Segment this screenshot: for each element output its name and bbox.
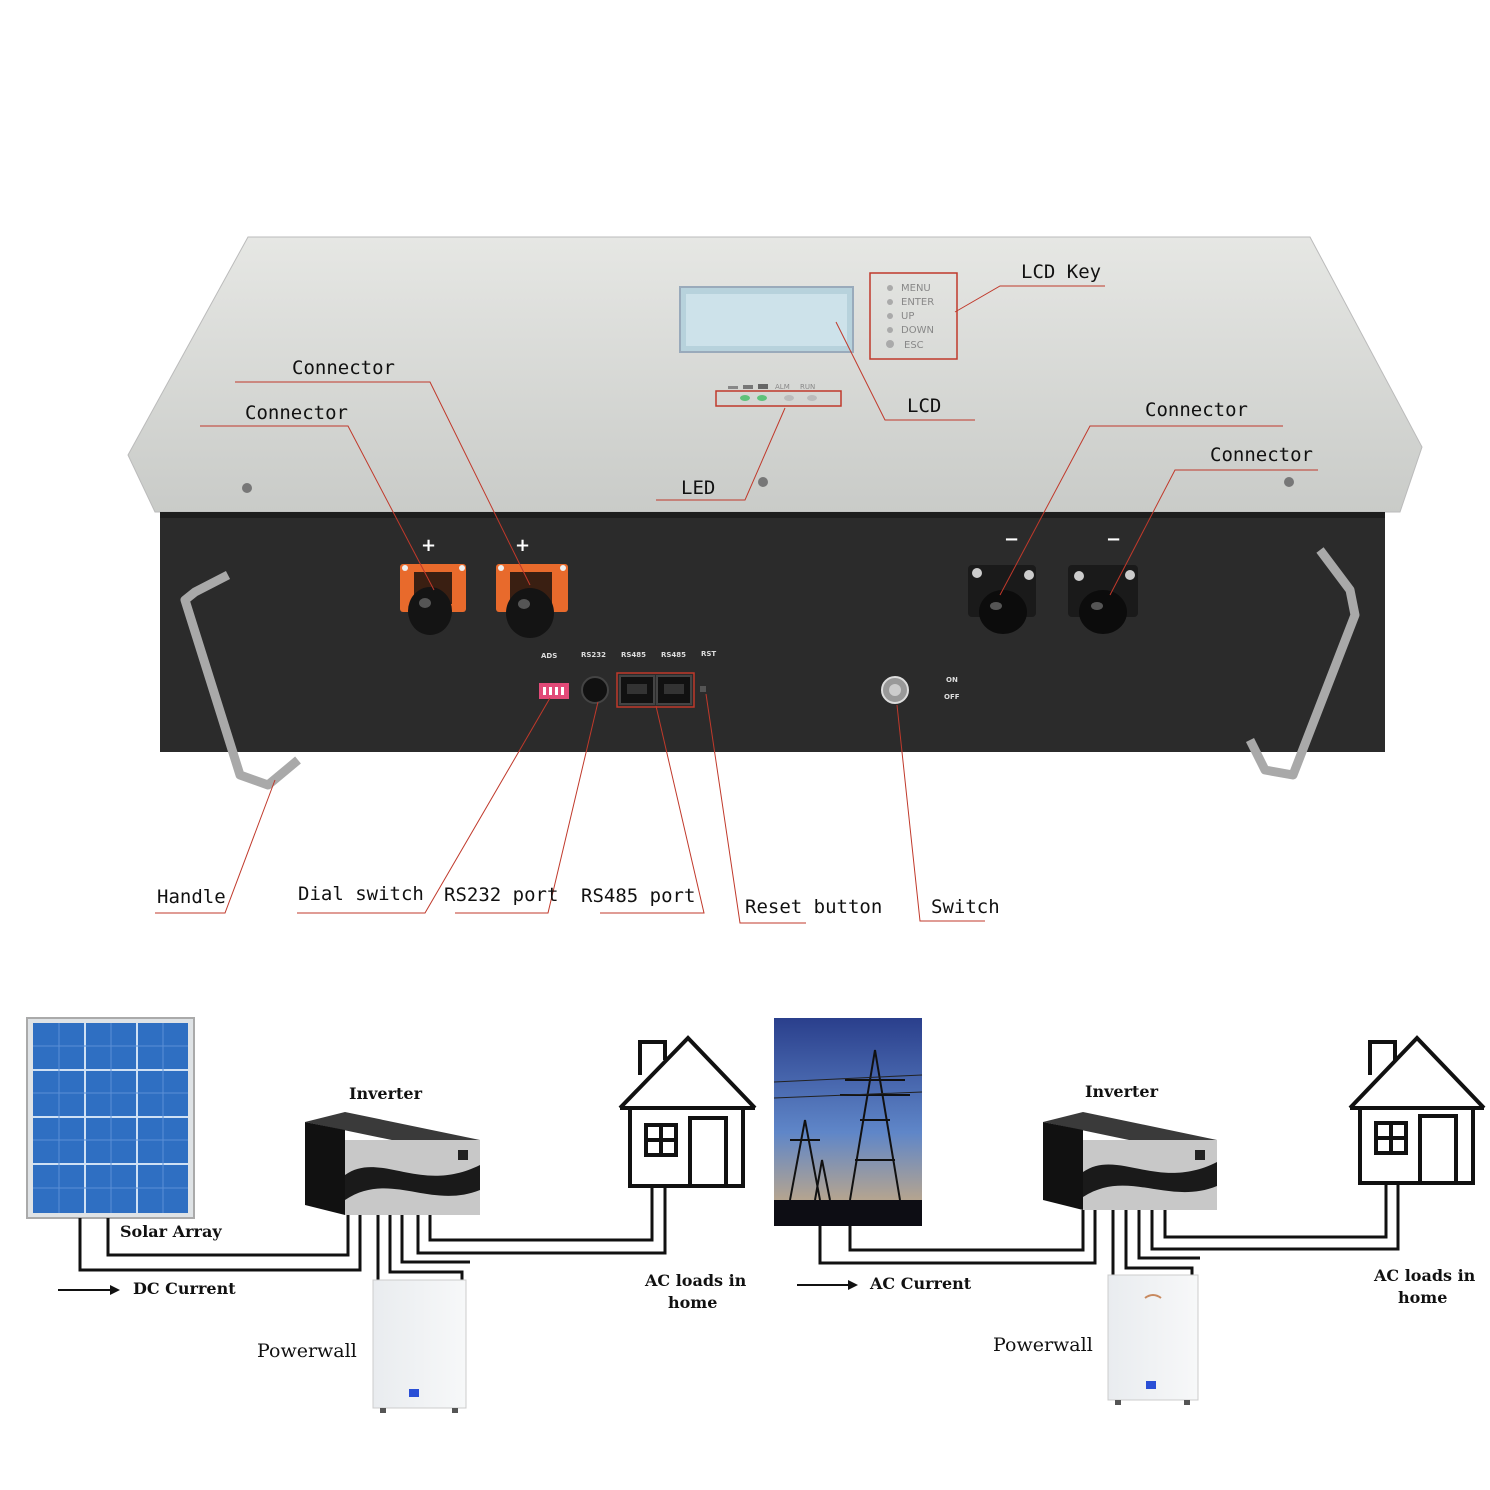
- screw: [758, 477, 768, 487]
- battery-front-panel: [160, 512, 1385, 752]
- battery-top-cover: [127, 236, 1423, 513]
- label-ac-loads-right-1: AC loads in: [1373, 1266, 1476, 1285]
- callout-reset-button: Reset button: [745, 896, 882, 918]
- powerwall-left: [372, 1279, 467, 1413]
- lcd-key-up: UP: [901, 311, 914, 322]
- panel-label-ads: ADS: [541, 652, 557, 660]
- label-dc-current: DC Current: [133, 1279, 236, 1298]
- arrow-icon: [58, 1285, 120, 1295]
- callout-handle: Handle: [157, 886, 226, 908]
- solar-panel: [26, 1017, 195, 1219]
- callout-lcd-key: LCD Key: [1021, 261, 1101, 283]
- negative-connector-2: −: [1068, 529, 1138, 634]
- lcd-key-highlight-box: [869, 272, 958, 360]
- callout-switch: Switch: [931, 896, 1000, 918]
- powerwall-right: [1107, 1274, 1199, 1405]
- screw: [1284, 477, 1294, 487]
- screw: [242, 483, 252, 493]
- panel-label-rst: RST: [701, 650, 716, 658]
- handle-left: [180, 570, 301, 790]
- led-label-run: RUN: [800, 383, 815, 391]
- lcd-key-menu: MENU: [901, 283, 931, 294]
- label-inverter-right: Inverter: [1085, 1082, 1159, 1101]
- battery-unit: MENU ENTER UP DOWN ESC ALM RUN: [127, 236, 1423, 790]
- svg-text:+: +: [421, 535, 436, 556]
- label-inverter-left: Inverter: [349, 1084, 423, 1103]
- lcd-key-enter: ENTER: [901, 297, 934, 308]
- rs232-port: [581, 676, 609, 704]
- panel-label-on: ON: [946, 676, 958, 684]
- wires-left: [78, 1186, 667, 1280]
- panel-label-rs485-b: RS485: [661, 651, 686, 659]
- callout-led: LED: [681, 477, 715, 499]
- callout-leaders: [155, 285, 1318, 924]
- label-powerwall-left: Powerwall: [257, 1340, 357, 1362]
- wires-right: [818, 1183, 1400, 1275]
- house-right: [1348, 1035, 1486, 1185]
- callout-connector-neg-1: Connector: [1145, 399, 1248, 421]
- led-label-alm: ALM: [775, 383, 790, 391]
- label-ac-loads-left-1: AC loads in: [644, 1271, 747, 1290]
- inverter-left: [305, 1112, 480, 1215]
- led-highlight-box: [715, 390, 842, 407]
- label-powerwall-right: Powerwall: [993, 1334, 1093, 1356]
- panel-label-off: OFF: [944, 693, 960, 701]
- panel-label-rs485-a: RS485: [621, 651, 646, 659]
- callout-connector-pos-2: Connector: [245, 402, 348, 424]
- house-left: [618, 1035, 757, 1188]
- handle-right: [1245, 547, 1360, 780]
- svg-text:−: −: [1106, 529, 1121, 550]
- callout-lcd: LCD: [907, 395, 941, 417]
- label-ac-loads-right-2: home: [1398, 1288, 1447, 1307]
- positive-connector-2: +: [496, 535, 568, 638]
- svg-text:+: +: [515, 535, 530, 556]
- callout-rs232-port: RS232 port: [444, 884, 558, 906]
- label-ac-loads-left-2: home: [668, 1293, 717, 1312]
- right-system-diagram: Inverter Powerw: [773, 1018, 1486, 1405]
- lcd-key-list: MENU ENTER UP DOWN ESC: [886, 283, 934, 351]
- rs485-highlight-box: [616, 672, 695, 708]
- reset-button: [700, 686, 706, 692]
- label-solar-array: Solar Array: [120, 1222, 222, 1241]
- arrow-icon: [797, 1280, 858, 1290]
- lcd-key-down: DOWN: [901, 325, 934, 336]
- left-system-diagram: Solar Array Inverter: [26, 1017, 757, 1413]
- callout-dial-switch: Dial switch: [298, 883, 424, 905]
- led-indicators: ALM RUN: [728, 383, 817, 401]
- positive-connector-1: +: [400, 535, 466, 635]
- panel-label-rs232: RS232: [581, 651, 606, 659]
- callout-connector-pos-1: Connector: [292, 357, 395, 379]
- lcd-key-esc: ESC: [904, 340, 924, 351]
- callout-rs485-port: RS485 port: [581, 885, 695, 907]
- svg-text:−: −: [1004, 529, 1019, 550]
- power-grid-image: [773, 1018, 923, 1226]
- inverter-right: [1043, 1112, 1217, 1210]
- label-ac-current: AC Current: [869, 1274, 972, 1293]
- callout-connector-neg-2: Connector: [1210, 444, 1313, 466]
